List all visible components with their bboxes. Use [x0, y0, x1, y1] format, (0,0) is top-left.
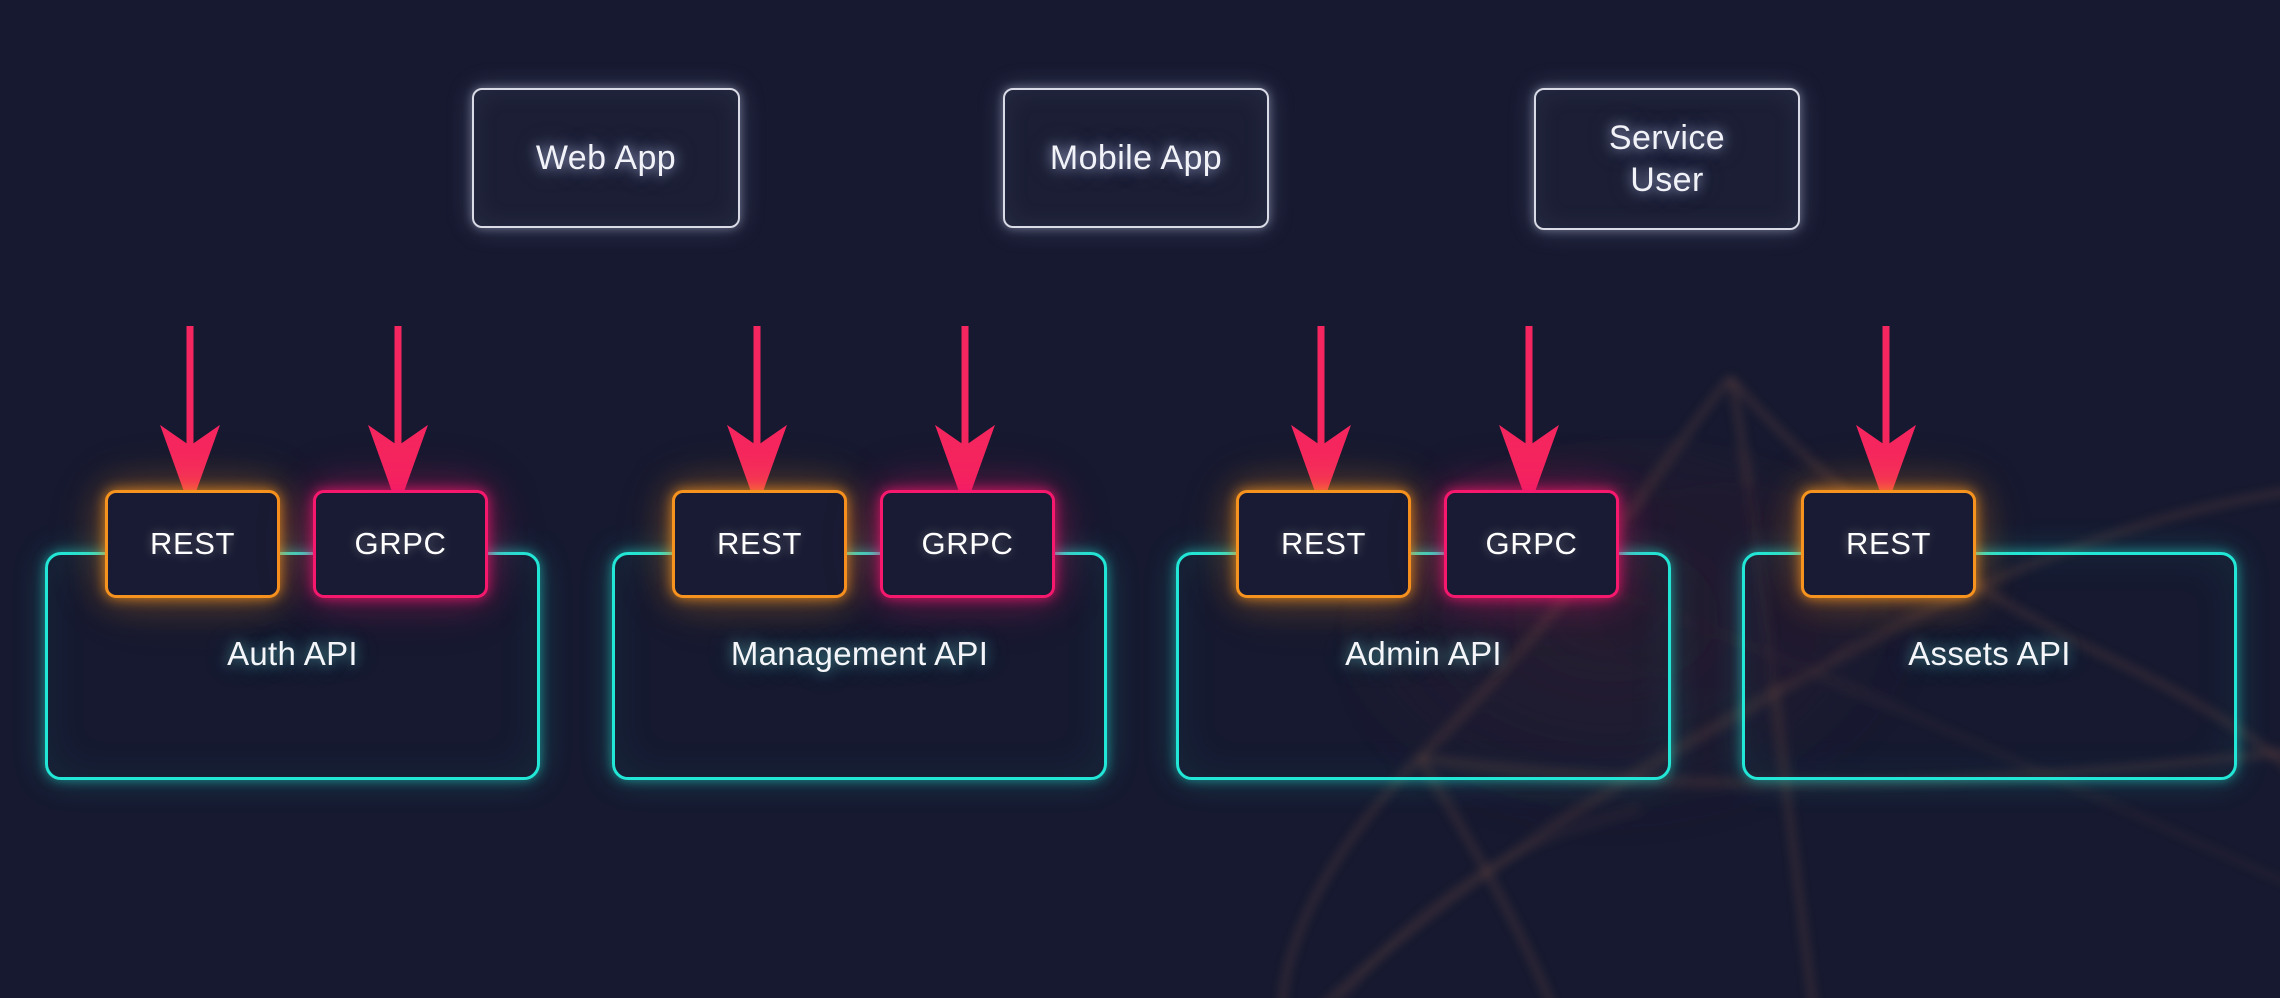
client-box-mobile-app[interactable]: Mobile App	[1003, 88, 1269, 228]
client-box-web-app[interactable]: Web App	[472, 88, 740, 228]
protocol-box-auth-rest[interactable]: REST	[105, 490, 280, 598]
protocol-box-assets-rest[interactable]: REST	[1801, 490, 1976, 598]
arrow-1	[159, 326, 221, 498]
service-label-admin-api: Admin API	[1345, 635, 1502, 672]
protocol-box-admin-grpc[interactable]: GRPC	[1444, 490, 1619, 598]
arrow-2	[367, 326, 429, 498]
service-box-assets-api[interactable]: Assets API	[1742, 552, 2237, 780]
client-box-service-user[interactable]: Service User	[1534, 88, 1800, 230]
protocol-label-auth-rest: REST	[149, 526, 236, 561]
client-label-service-user-line1: Service	[1608, 118, 1726, 157]
arrow-3	[726, 326, 788, 498]
protocol-label-auth-grpc: GRPC	[354, 526, 447, 561]
service-label-management-api: Management API	[730, 635, 989, 672]
client-label-service-user-line2: User	[1630, 161, 1704, 199]
arrow-6	[1498, 326, 1560, 498]
arrow-5	[1290, 326, 1352, 498]
protocol-box-auth-grpc[interactable]: GRPC	[313, 490, 488, 598]
client-label-web-app: Web App	[535, 138, 677, 177]
service-label-auth-api: Auth API	[227, 635, 358, 672]
protocol-label-assets-rest: REST	[1845, 526, 1932, 561]
client-label-service-user: Service User	[1609, 117, 1725, 202]
client-label-mobile-app: Mobile App	[1049, 138, 1223, 177]
service-label-assets-api: Assets API	[1908, 635, 2071, 672]
protocol-label-management-rest: REST	[716, 526, 803, 561]
protocol-box-management-rest[interactable]: REST	[672, 490, 847, 598]
arrow-7	[1855, 326, 1917, 498]
protocol-box-admin-rest[interactable]: REST	[1236, 490, 1411, 598]
protocol-box-management-grpc[interactable]: GRPC	[880, 490, 1055, 598]
arrow-4	[934, 326, 996, 498]
protocol-label-management-grpc: GRPC	[921, 526, 1014, 561]
service-box-admin-api[interactable]: Admin API	[1176, 552, 1671, 780]
protocol-label-admin-grpc: GRPC	[1485, 526, 1578, 561]
service-box-auth-api[interactable]: Auth API	[45, 552, 540, 780]
protocol-label-admin-rest: REST	[1280, 526, 1367, 561]
service-box-management-api[interactable]: Management API	[612, 552, 1107, 780]
